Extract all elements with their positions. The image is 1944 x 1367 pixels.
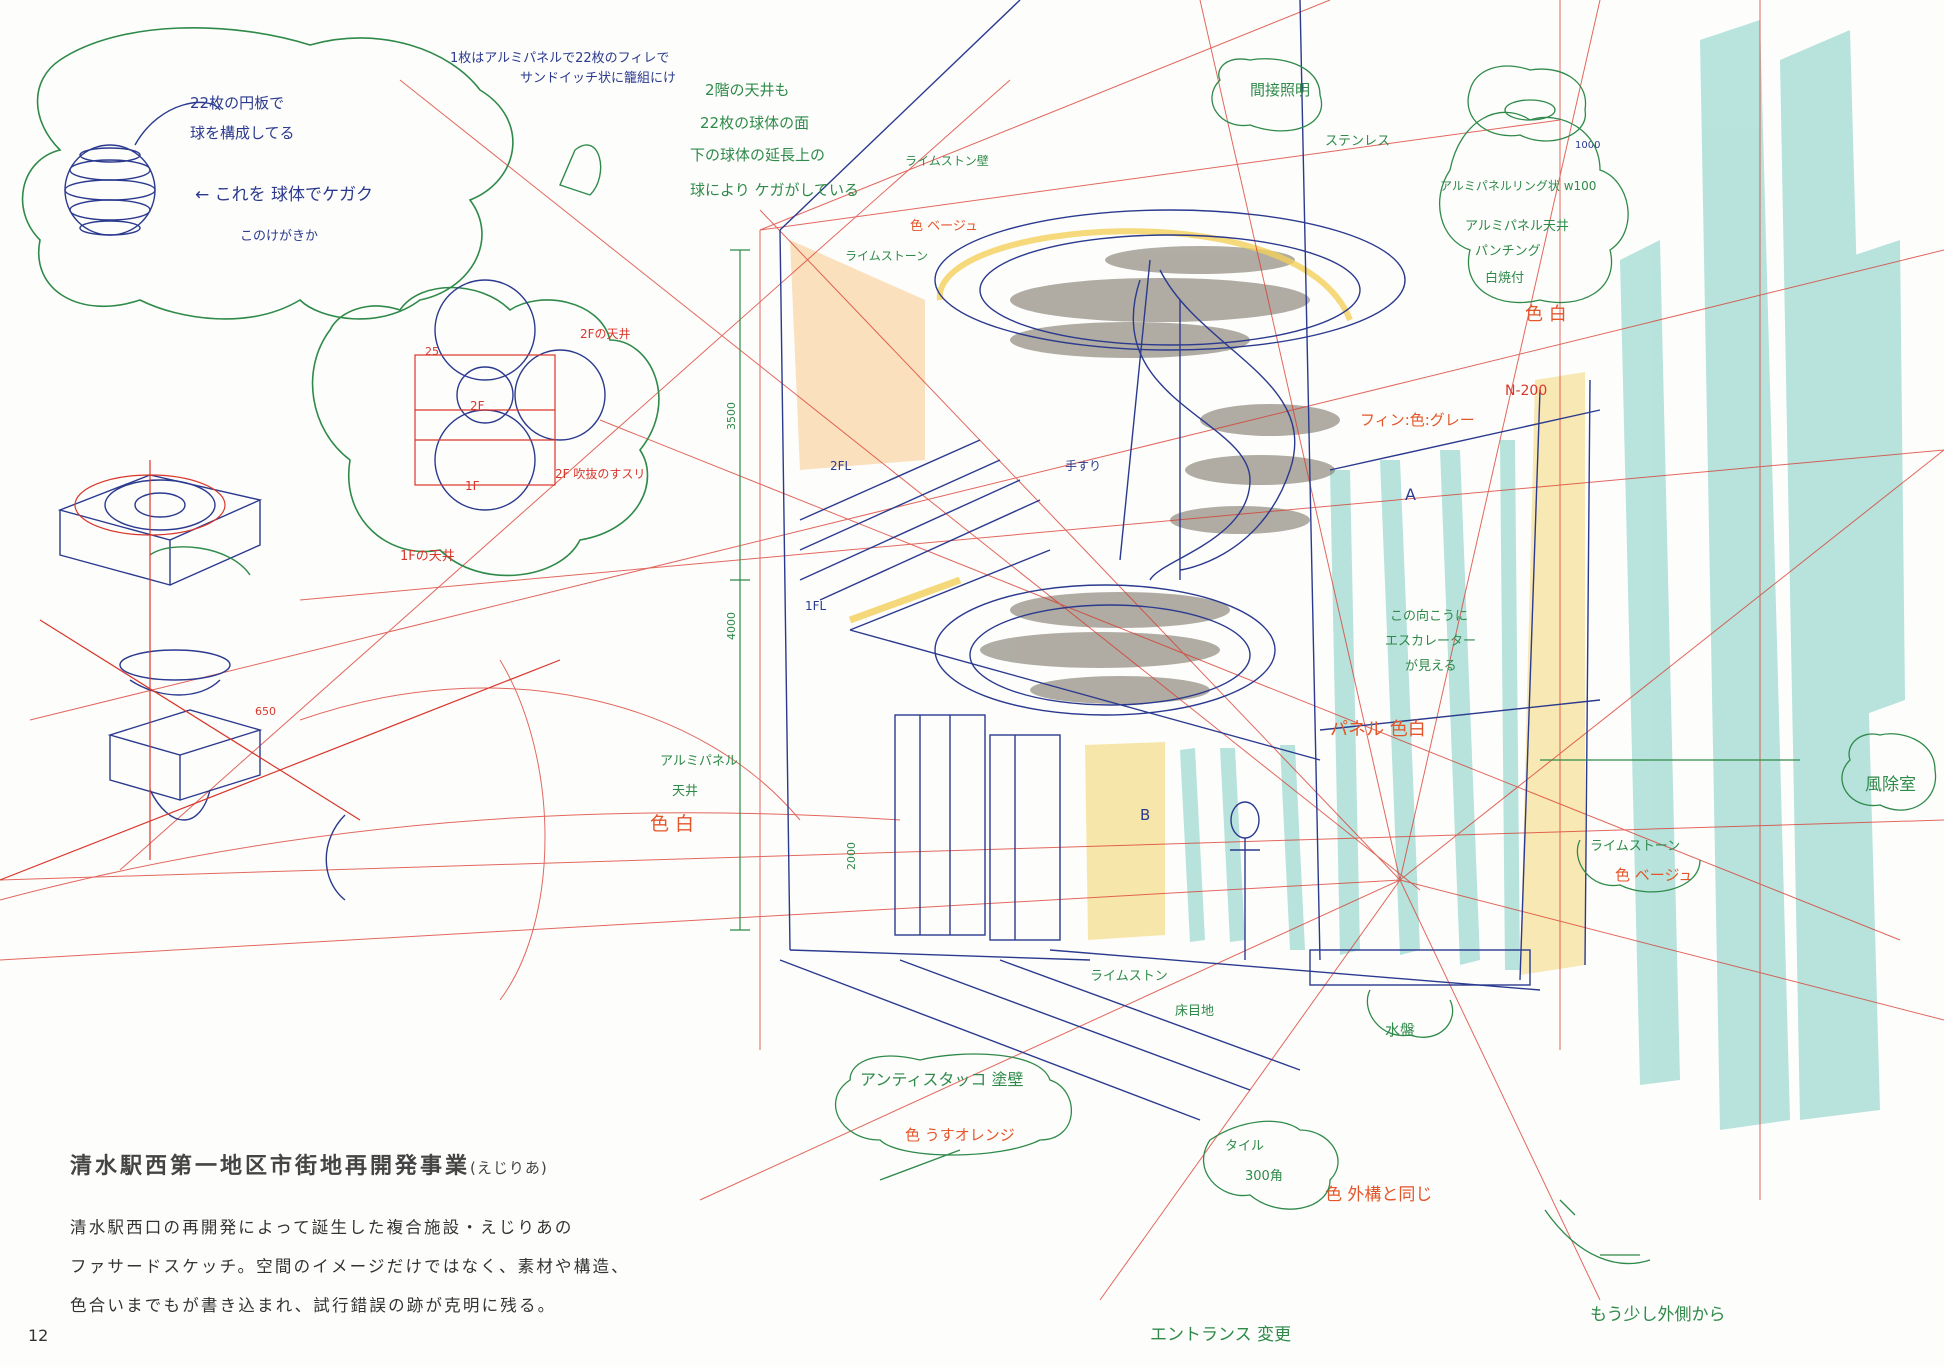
note-aluminum-panel: アルミパネル xyxy=(660,754,738,769)
note-limestone-right: ライムストーン xyxy=(1590,839,1680,854)
note-clouds xyxy=(835,58,1937,1265)
note-stainless: ステンレス xyxy=(1325,134,1390,149)
note-punching: パンチング xyxy=(1475,244,1541,259)
note-tile-color: 色 外構と同じ xyxy=(1325,1185,1432,1205)
note-1000: 1000 xyxy=(1575,140,1600,151)
description-line-1: 清水駅西口の再開発によって誕生した複合施設・えじりあの xyxy=(70,1218,574,1237)
marker-fills xyxy=(790,20,1905,1130)
note-mark-a: A xyxy=(1405,485,1416,504)
architecture-lines xyxy=(779,0,1601,1121)
note-ceiling: 天井 xyxy=(672,784,698,799)
note-escalator-1: この向こうに xyxy=(1390,608,1468,624)
note-floor-2: 床目地 xyxy=(1175,1004,1214,1019)
note-mark-b: B xyxy=(1140,806,1150,824)
label-1f-ceiling: 1Fの天井 xyxy=(400,549,455,564)
note-3500: 3500 xyxy=(725,402,738,430)
note-fin-color: フィン:色:グレー xyxy=(1360,411,1475,429)
label-25: 25 xyxy=(425,345,439,358)
note-2000: 2000 xyxy=(845,842,858,870)
note-n200: N-200 xyxy=(1505,383,1547,399)
note-wind-shelter: 風除室 xyxy=(1865,775,1916,795)
label-2f-ceiling: 2Fの天井 xyxy=(580,327,631,341)
note-escalator-3: が見える xyxy=(1405,659,1457,674)
note-stucco: アンティスタッコ 塗壁 xyxy=(860,1070,1024,1089)
note-escalator-2: エスカレーター xyxy=(1385,634,1476,649)
project-title-text: 清水駅西第一地区市街地再開発事業 xyxy=(70,1154,471,1179)
note-2f-ceiling-4: 球により ケガがしている xyxy=(690,181,859,199)
dimension-tick xyxy=(730,249,750,931)
note-white-paint: 白焼付 xyxy=(1485,270,1524,286)
note-4000: 4000 xyxy=(725,612,738,640)
note-2f-ceiling-2: 22枚の球体の面 xyxy=(700,114,809,132)
note-discs-1: 22枚の円板で xyxy=(190,94,284,112)
project-title: 清水駅西第一地区市街地再開発事業(えじりあ) xyxy=(70,1148,710,1180)
note-2f-ceiling-3: 下の球体の延長上の xyxy=(690,146,825,164)
note-limestone-top: ライムストーン xyxy=(845,249,928,263)
note-more-outside: もう少し外側から xyxy=(1590,1305,1726,1325)
description-line-2: ファサードスケッチ。空間のイメージだけではなく、素材や構造、 xyxy=(70,1257,630,1276)
note-tile-2: 300角 xyxy=(1245,1169,1283,1184)
note-entrance-change: エントランス 変更 xyxy=(1150,1325,1291,1345)
note-arrow-1: 1枚はアルミパネルで22枚のフィレで xyxy=(450,51,669,66)
note-color-beige: 色 ベージュ xyxy=(910,218,978,234)
note-indirect-light: 間接照明 xyxy=(1250,81,1310,99)
note-1fl: 1FL xyxy=(805,599,827,613)
page-number: 12 xyxy=(28,1326,49,1345)
red-detail-lines xyxy=(0,354,561,881)
annotations: 22枚の円板で 球を構成してる ← これを 球体でケガク このけがきか 1枚はア… xyxy=(190,51,1916,1345)
note-discs-3: ← これを 球体でケガク xyxy=(195,185,373,205)
note-discs-2: 球を構成してる xyxy=(190,124,295,142)
project-subtitle: (えじりあ) xyxy=(470,1159,548,1177)
note-2fl: 2FL xyxy=(830,459,852,473)
sphere-diagram xyxy=(57,101,606,901)
label-2f: 2F xyxy=(470,399,485,413)
label-2f-railing: 2F 吹抜のすスリ xyxy=(555,467,645,481)
note-color-white: 色 白 xyxy=(1525,304,1567,325)
label-1f: 1F xyxy=(465,479,480,493)
note-color-beige2: 色 ベージュ xyxy=(1615,866,1693,884)
note-panel-white: パネル 色白 xyxy=(1330,719,1426,740)
description-line-3: 色合いまでもが書き込まれ、試行錯誤の跡が克明に残る。 xyxy=(70,1296,557,1315)
note-arrow-2: サンドイッチ状に籠組にけ xyxy=(520,70,676,86)
note-color-white2: 色 白 xyxy=(650,813,694,835)
note-aluminum-ring: アルミパネルリング状 w100 xyxy=(1440,179,1596,193)
note-aluminum-ceiling: アルミパネル天井 xyxy=(1465,219,1569,234)
note-2f-ceiling-1: 2階の天井も xyxy=(705,81,790,99)
project-caption: 清水駅西第一地区市街地再開発事業(えじりあ) 清水駅西口の再開発によって誕生した… xyxy=(70,1148,710,1325)
note-stucco-color: 色 うすオレンジ xyxy=(905,1126,1015,1144)
note-floor-1: ライムストン xyxy=(1090,969,1168,984)
concept-cloud xyxy=(21,27,660,577)
note-discs-4: このけがきか xyxy=(240,229,318,244)
note-water-basin: 水盤 xyxy=(1385,1021,1415,1039)
note-tile-1: タイル xyxy=(1225,1139,1264,1154)
label-650: 650 xyxy=(255,705,276,718)
note-wall: ライムストン壁 xyxy=(905,153,989,168)
note-railing: 手すり xyxy=(1065,459,1101,473)
